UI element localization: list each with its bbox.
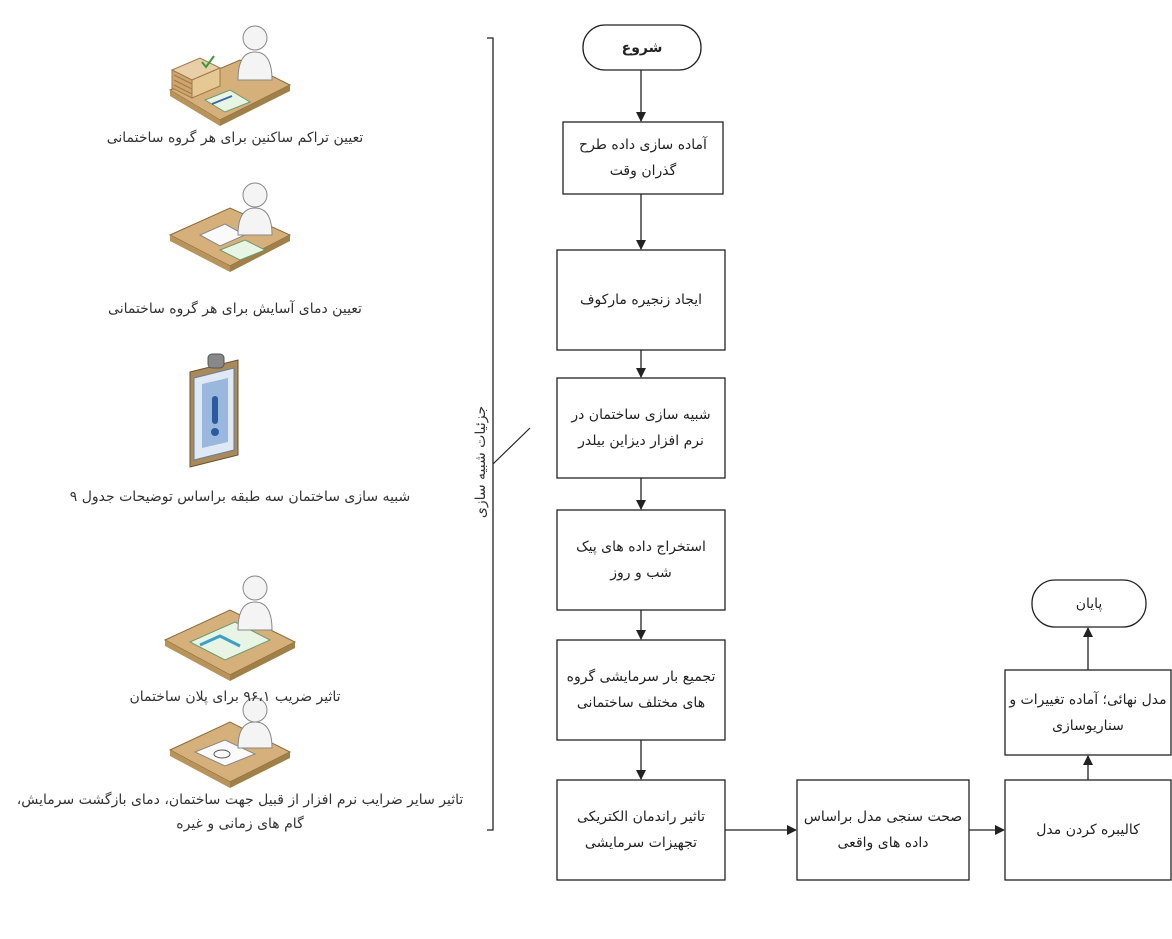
step4-label: استخراج داده های پیک شب و روز	[576, 539, 706, 581]
end-label: پایان	[1075, 595, 1103, 612]
person-drawing-plan-icon	[163, 575, 297, 681]
start-label: شروع	[621, 39, 663, 56]
step6-box	[556, 779, 726, 881]
step4-box	[556, 509, 726, 611]
bracket-label: جزئیات شبیه سازی	[473, 405, 489, 519]
step1-label: آماده سازی داده طرح گذران وقت	[579, 137, 707, 179]
step7-box	[796, 779, 970, 881]
step9-label: مدل نهائی؛ آماده تغییرات و سناریوسازی	[1009, 691, 1167, 734]
detail-1-text: تعیین تراکم ساکنین برای هر گروه ساختمانی	[106, 130, 364, 146]
step2-box	[556, 249, 726, 351]
bracket-connector	[492, 427, 531, 465]
person-writing-icon	[168, 697, 292, 788]
detail-4-text: تاثیر ضریب ۹۶،۱ برای پلان ساختمان	[129, 689, 341, 705]
detail-2-text: تعیین دمای آسایش برای هر گروه ساختمانی	[108, 301, 362, 317]
step3-box	[556, 377, 726, 479]
detail-3-text: شبیه سازی ساختمان سه طبقه براساس توضیحات…	[69, 489, 411, 505]
details-bracket	[487, 37, 494, 831]
step1-box	[562, 121, 724, 195]
step6-label: تاثیر راندمان الکتریکی تجهیزات سرمایشی	[577, 809, 705, 851]
step7-label: صحت سنجی مدل براساس داده های واقعی	[803, 809, 963, 851]
step8-box	[1004, 779, 1172, 881]
person-at-desk-with-books-icon	[168, 25, 292, 126]
step8-label: کالیبره کردن مدل	[1036, 822, 1140, 838]
clipboard-exclamation-icon	[189, 353, 239, 468]
detail-5-text: تاثیر سایر ضرایب نرم افزار از قبیل جهت س…	[16, 792, 464, 832]
step2-label: ایجاد زنجیره مارکوف	[579, 292, 703, 308]
step3-label: شبیه سازی ساختمان در نرم افزار دیزاین بی…	[571, 407, 711, 449]
step9-box	[1004, 669, 1172, 756]
step5-label: تجمیع بار سرمایشی گروه های مختلف ساختمان…	[566, 669, 716, 711]
person-at-desk-with-papers-icon	[168, 182, 292, 272]
start-terminal	[582, 24, 702, 71]
